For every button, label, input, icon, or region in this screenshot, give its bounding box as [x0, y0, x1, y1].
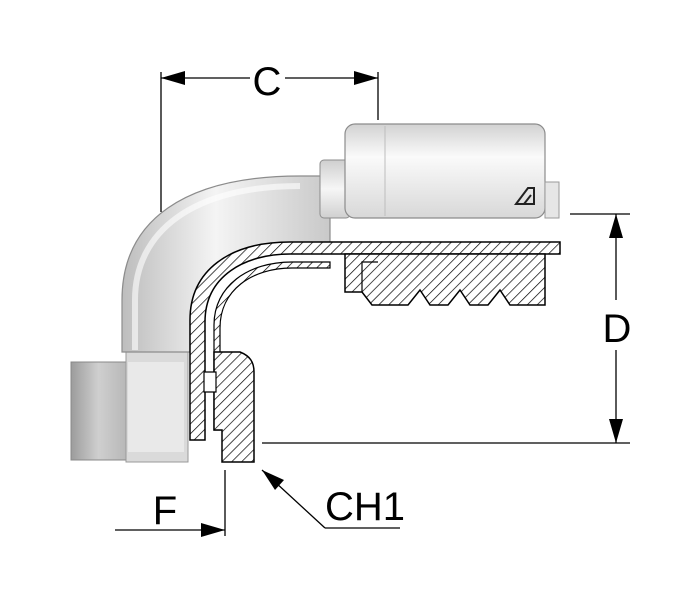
- dimension-c: [160, 71, 379, 212]
- dimension-c-label: C: [253, 60, 282, 104]
- dimension-d: [262, 213, 630, 444]
- ferrule-sleeve: [344, 123, 560, 219]
- leader-ch1: [261, 469, 400, 529]
- brand-logo-icon: [514, 187, 535, 205]
- dimension-f-label: F: [153, 489, 177, 533]
- section-cut: [189, 241, 561, 463]
- dimension-d-label: D: [603, 307, 632, 351]
- hex-nut: [70, 351, 189, 463]
- dimension-f: [115, 470, 226, 537]
- ch1-label: CH1: [325, 485, 405, 529]
